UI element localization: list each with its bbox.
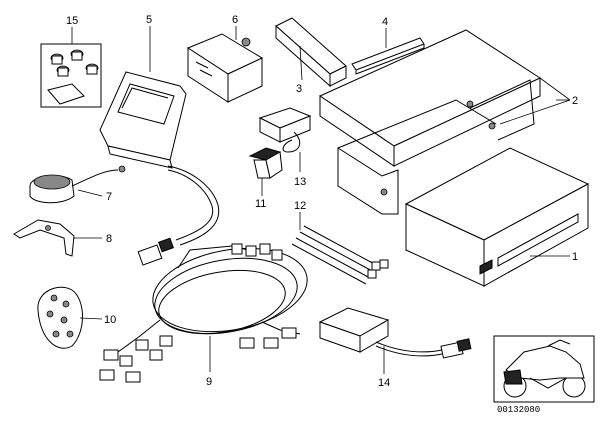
part-2-drawing: [318, 29, 542, 215]
callout-4: 4: [382, 16, 388, 28]
callout-2: 2: [572, 95, 578, 107]
diagram-code: 00132080: [497, 405, 540, 415]
part-7-drawing: [29, 165, 126, 204]
part-1-drawing: [404, 147, 590, 287]
callout-10: 10: [104, 314, 116, 326]
part-9-drawing: [99, 243, 308, 383]
callout-14: 14: [378, 377, 390, 389]
part-12-drawing: [291, 225, 389, 285]
callout-12: 12: [294, 200, 306, 212]
callout-5: 5: [146, 14, 152, 26]
callout-7: 7: [106, 191, 112, 203]
part-11-drawing: [248, 147, 283, 179]
callout-15: 15: [66, 15, 78, 27]
part-13-drawing: [258, 107, 312, 153]
callout-8: 8: [106, 233, 112, 245]
callout-9: 9: [206, 376, 212, 388]
callout-6: 6: [232, 14, 238, 26]
part-8-drawing: [13, 219, 75, 257]
part-15-drawing: [40, 43, 102, 108]
callout-1: 1: [572, 251, 578, 263]
part-6-drawing: [186, 33, 264, 103]
part-4-drawing: [351, 37, 425, 75]
callout-11: 11: [255, 198, 266, 210]
part-5-drawing: [99, 71, 220, 266]
part-3-drawing: [275, 17, 347, 88]
part-10-drawing: [37, 286, 83, 349]
motorcycle-inset: [493, 335, 595, 403]
callout-3: 3: [296, 83, 302, 95]
callout-13: 13: [294, 176, 306, 188]
leader-lines: [71, 26, 571, 374]
part-14-drawing: [318, 307, 472, 359]
